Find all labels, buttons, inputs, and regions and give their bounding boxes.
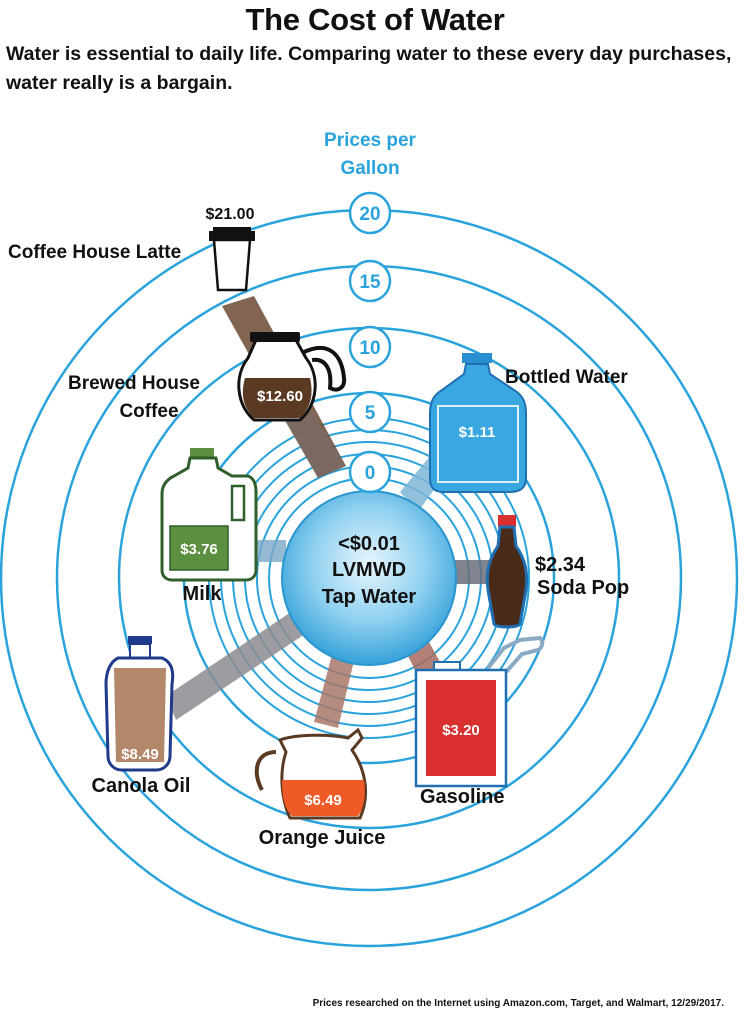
soda-name: Soda Pop: [537, 577, 629, 599]
tap-water-price: <$0.01: [338, 533, 400, 555]
latte-name: Coffee House Latte: [8, 242, 181, 263]
item-milk: $3.76 Milk: [160, 448, 258, 605]
gas-can-icon: [414, 635, 545, 788]
ring-tick-label: 15: [359, 272, 381, 293]
water-jug-icon: [429, 353, 527, 493]
spoke-canola: [166, 610, 308, 720]
ring-tick-bubble: [348, 390, 392, 434]
axis-label-line1: Prices per: [324, 130, 416, 151]
coffee-pot-icon: [237, 332, 347, 422]
ring-tick-labels: 0 5 10 15 20: [348, 191, 392, 494]
bottled-name: Bottled Water: [505, 367, 628, 388]
oj-price: $6.49: [304, 792, 342, 809]
spoke-milk: [256, 540, 286, 562]
canola-price: $8.49: [121, 746, 159, 763]
tap-water-name-line2: Tap Water: [322, 586, 417, 608]
brewed-name-line2: Coffee: [119, 401, 178, 422]
source-footnote: Prices researched on the Internet using …: [312, 998, 724, 1009]
item-brewed: $12.60 Brewed House Coffee: [68, 332, 347, 422]
milk-jug-icon: [160, 448, 258, 582]
chart-title: The Cost of Water: [245, 2, 505, 37]
tap-water-center: <$0.01 LVMWD Tap Water: [281, 490, 457, 666]
item-soda: $2.34 Soda Pop: [485, 515, 629, 629]
item-latte: $21.00 Coffee House Latte: [8, 206, 255, 292]
item-bottled: $1.11 Bottled Water: [429, 353, 628, 493]
axis-label-line2: Gallon: [340, 158, 399, 179]
milk-name: Milk: [183, 583, 223, 605]
tap-water-name-line1: LVMWD: [332, 559, 406, 581]
item-oj: $6.49 Orange Juice: [254, 727, 386, 849]
soda-bottle-icon: [485, 515, 529, 629]
juice-pitcher-icon: [254, 727, 367, 820]
item-gasoline: $3.20 Gasoline: [414, 635, 545, 808]
ring-tick-label: 0: [365, 463, 376, 484]
oil-bottle-icon: [104, 636, 175, 772]
latte-price: $21.00: [206, 206, 255, 223]
milk-price: $3.76: [180, 541, 218, 558]
bottled-price: $1.11: [459, 424, 496, 441]
item-canola: $8.49 Canola Oil: [92, 636, 191, 797]
brewed-price: $12.60: [257, 388, 303, 405]
coffee-cup-icon: [209, 227, 255, 292]
ring-tick-bubble: [348, 191, 392, 235]
ring-tick-label: 10: [359, 338, 380, 359]
canola-name: Canola Oil: [92, 775, 191, 797]
ring-tick-bubble: [348, 259, 392, 303]
gasoline-name: Gasoline: [420, 786, 504, 808]
ring-tick-label: 5: [365, 403, 376, 424]
ring-tick-bubble: [348, 450, 392, 494]
brewed-name-line1: Brewed House: [68, 373, 200, 394]
oj-name: Orange Juice: [259, 827, 386, 849]
gasoline-price: $3.20: [442, 722, 480, 739]
ring-tick-label: 20: [359, 204, 380, 225]
chart-subtitle: Water is essential to daily life. Compar…: [6, 43, 732, 94]
soda-price: $2.34: [535, 554, 586, 576]
ring-tick-bubble: [348, 325, 392, 369]
